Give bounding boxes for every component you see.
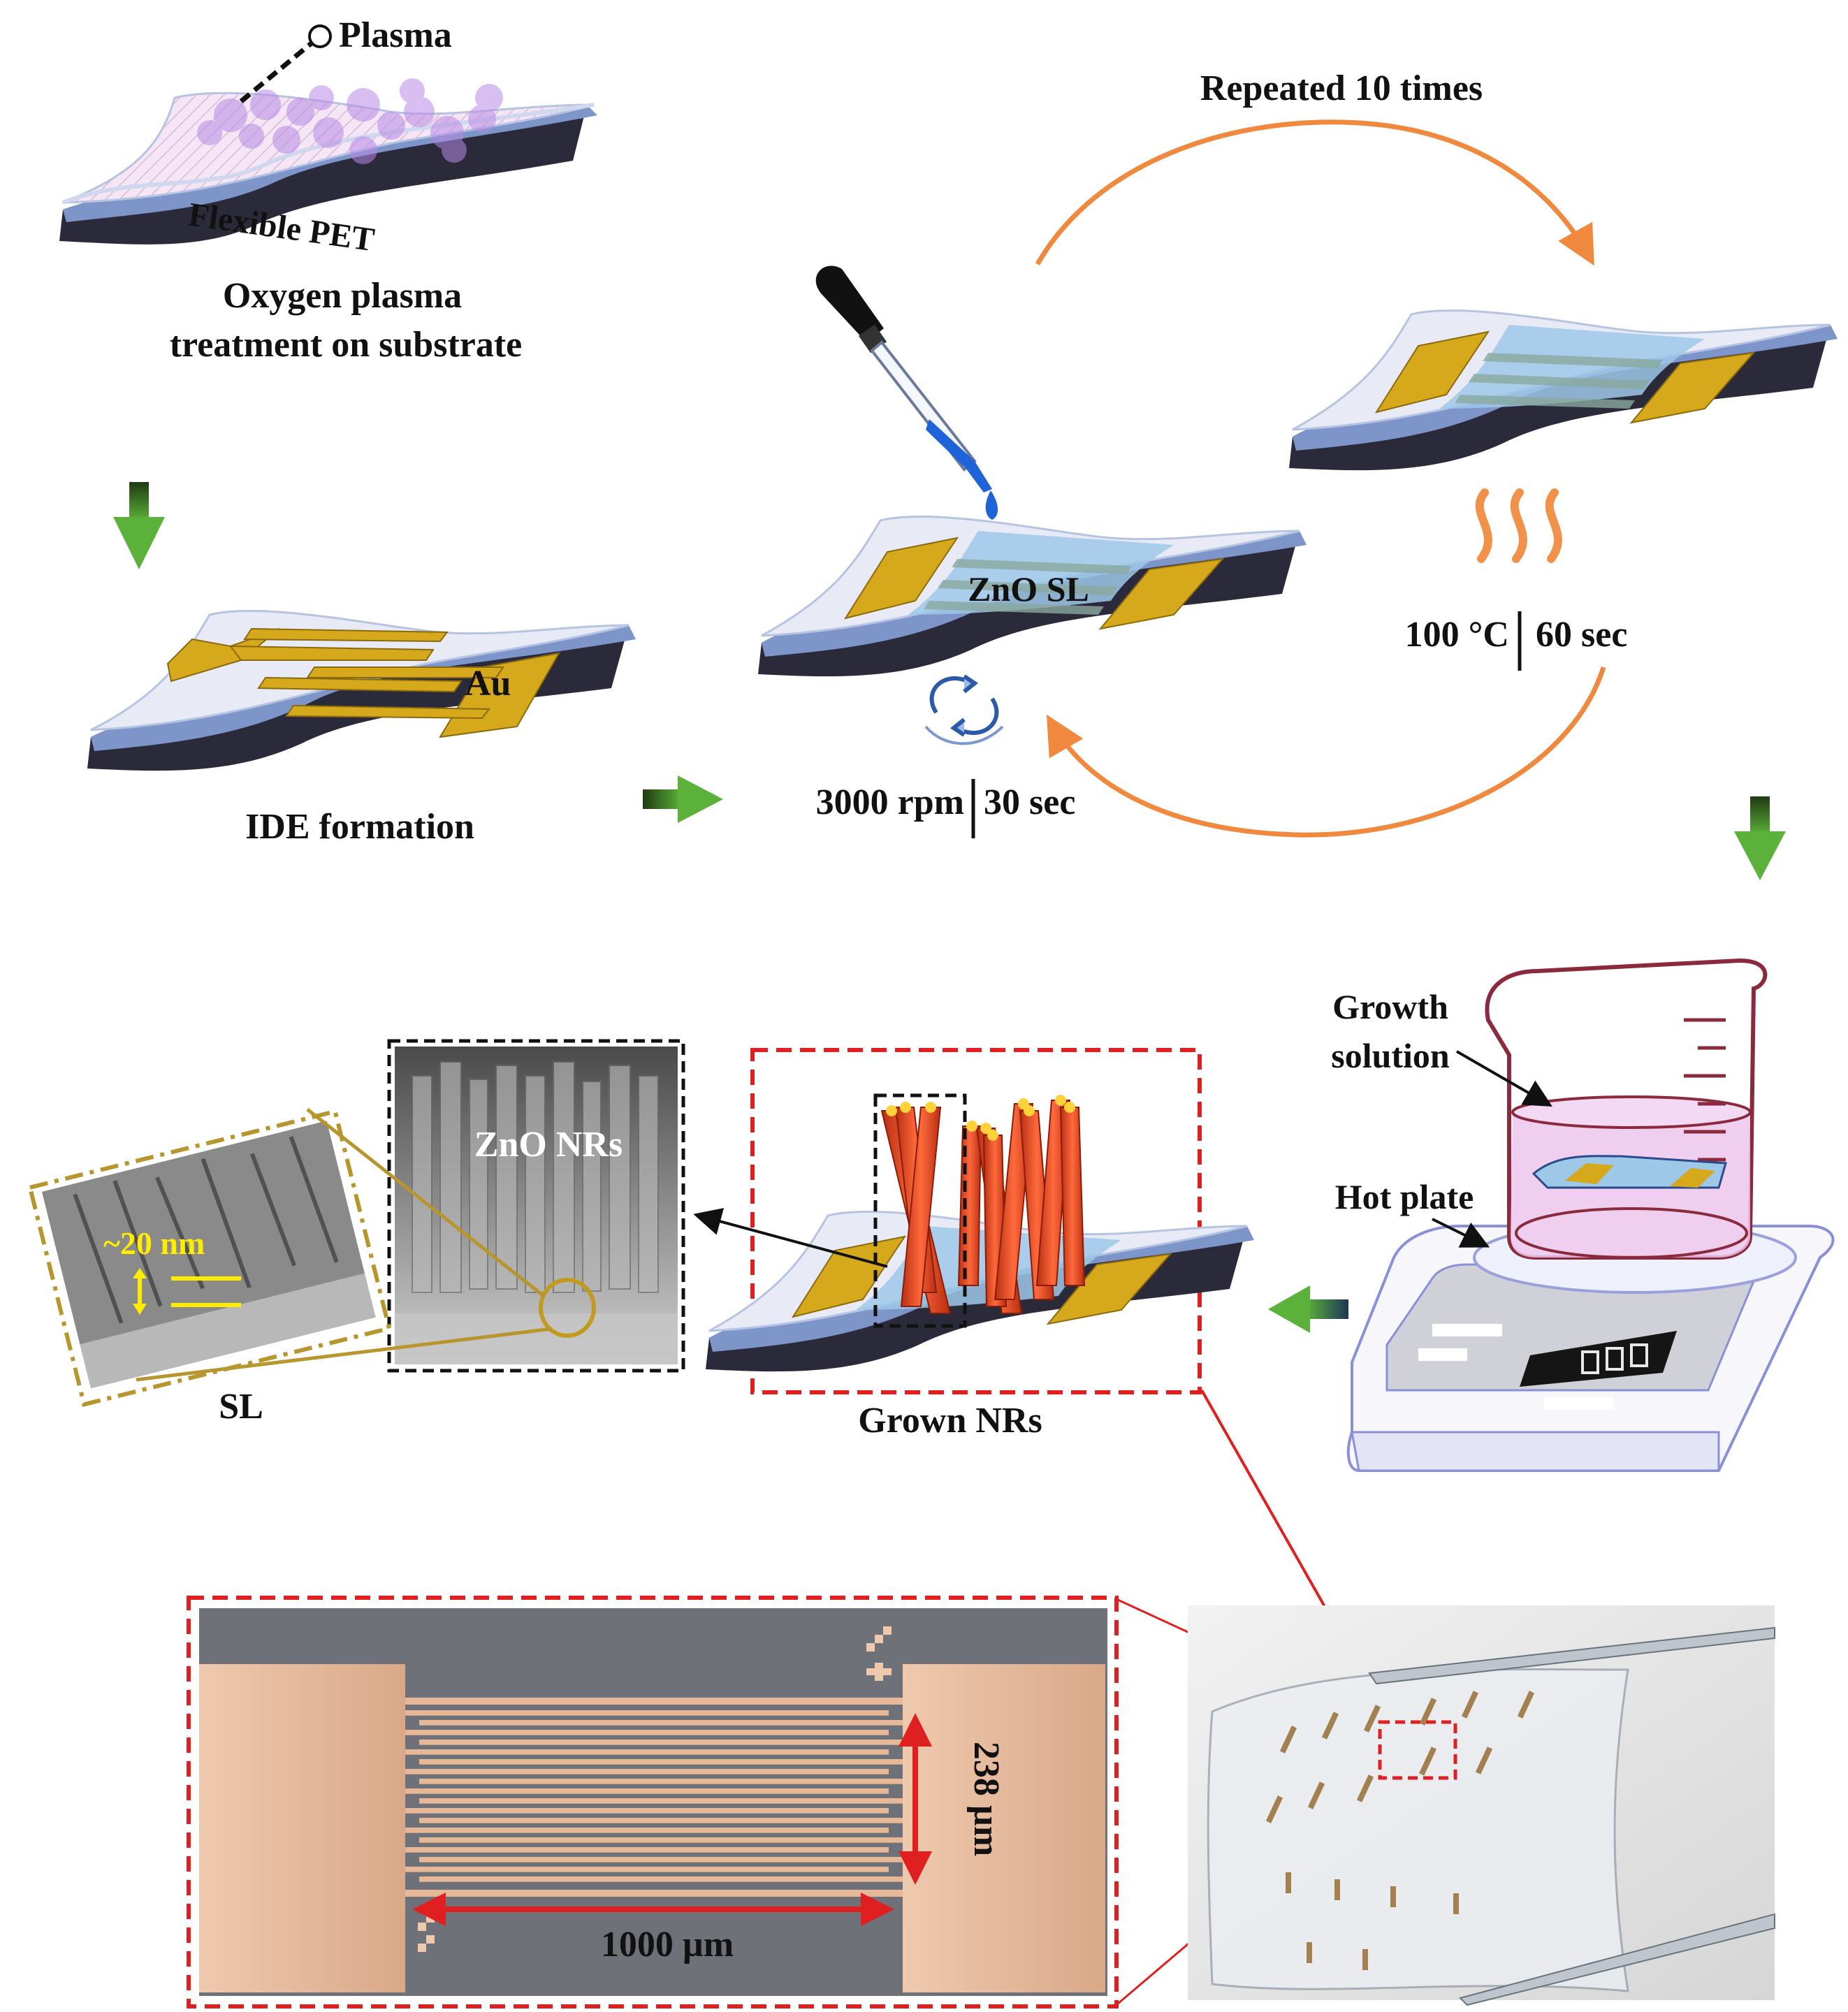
zno-sl-label: ZnO SL [968,569,1089,608]
growth-solution-pointer [1456,1050,1552,1107]
sl-label: SL [219,1387,263,1427]
hot-plate [1346,1221,1835,1472]
plasma-particles [197,78,503,164]
ide-finger [405,1788,889,1794]
spin-icon [924,674,1004,745]
zno-sl-electrode-fingers [924,559,1132,615]
ide-micrograph [199,1608,1107,1996]
ide-finger [405,1730,889,1735]
ide-finger [405,1808,889,1814]
spin-rpm-label: 3000 rpm [816,782,964,822]
annealed-gold-pads [1374,330,1756,424]
zno-sl-gold-pads [843,537,1225,630]
ide-finger [419,1876,903,1882]
green-arrow-right [643,775,723,823]
ide-finger [405,1828,889,1833]
ide-finger [419,1857,903,1862]
green-arrow-left [1268,1285,1348,1333]
growth-solution-label-line2: solution [1331,1036,1450,1075]
heat-icon [1475,488,1562,563]
ide-finger [405,1710,889,1716]
ide-finger [419,1818,903,1823]
ide-finger [405,1847,889,1853]
hot-plate-label: Hot plate [1335,1177,1474,1216]
sl-zoom-lines [136,1108,553,1382]
ide-finger [419,1837,903,1843]
ide-fingers [405,1710,903,1882]
sl-tem-image [41,1121,376,1389]
dim-width-label: 1000 µm [601,1925,734,1964]
orange-arrow-bottom [1046,666,1606,838]
dropper [815,265,998,520]
sl-thickness-label: ~20 nm [103,1225,205,1261]
ide-micrograph-red-frame [187,1596,1119,2009]
green-arrow-down-1 [113,482,165,569]
ide-finger [419,1759,903,1765]
anneal-time-label: 60 sec [1536,615,1627,655]
zno-nrs-sem-frame [387,1039,685,1373]
orange-arrow-top [1035,119,1594,266]
grown-nrs-red-box [750,1048,1202,1394]
nanorod-to-sem-arrow [693,1208,888,1268]
plasma-callout [239,24,332,103]
ide-gold-electrodes [166,627,560,738]
ide-finger [419,1798,903,1804]
flexible-device-photo [1188,1605,1775,2006]
sl-interface-circle [539,1278,596,1338]
sl-thickness-marker [133,1268,241,1315]
oxygen-plasma-label-line1: Oxygen plasma [223,276,462,316]
oxygen-plasma-label-line2: treatment on substrate [170,325,523,365]
grown-nrs-label: Grown NRs [858,1401,1042,1441]
anneal-temp-label: 100 °C [1405,615,1509,655]
au-label: Au [465,664,511,704]
dim-height-label: 238 µm [966,1742,1006,1856]
green-arrow-down-2 [1734,796,1786,880]
ide-finger [405,1749,889,1755]
ide-finger [419,1740,903,1745]
zno-nrs-label: ZnO NRs [474,1125,623,1165]
grown-nrs-substrate [706,1210,1254,1372]
repeated-label: Repeated 10 times [1200,68,1483,108]
beaker [1485,958,1768,1260]
ide-formation-label: IDE formation [245,807,474,847]
ide-finger [405,1769,889,1774]
hot-plate-pointer [1432,1218,1490,1248]
ide-finger [419,1720,903,1726]
ide-finger [405,1867,889,1872]
zno-nrs-sem-image [395,1047,678,1364]
plasma-label: Plasma [339,15,452,55]
ide-finger [419,1779,903,1784]
growth-solution-label-line1: Growth [1332,987,1448,1026]
nanorod-tips [886,1095,1075,1141]
annealed-electrode-fingers [1455,353,1663,409]
spin-time-label: 30 sec [984,782,1075,822]
device-highlight-box [1378,1720,1457,1780]
nanorod-selection-box [873,1093,967,1328]
annealed-substrate [1289,309,1838,471]
